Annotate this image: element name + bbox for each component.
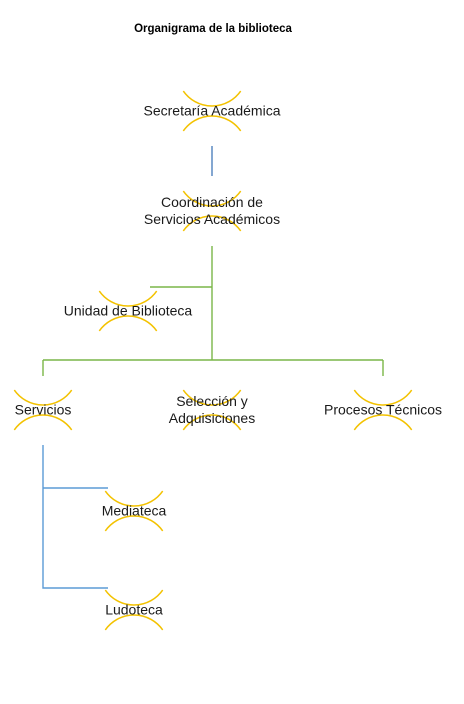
- node-secretaria-line-0: Secretaría Académica: [143, 102, 281, 119]
- node-seleccion-line-0: Selección y: [176, 393, 248, 409]
- connector-ludoteca: [42, 445, 108, 589]
- node-ludoteca-bottom-arc: [104, 614, 164, 631]
- node-seleccion-line-1: Adquisiciones: [168, 410, 256, 426]
- node-ludoteca-line-0: Ludoteca: [105, 601, 163, 618]
- node-unidad-shape: [98, 290, 158, 332]
- node-seleccion-top-arc: [182, 389, 242, 406]
- node-coordinacion-line-0: Coordinación de: [161, 194, 263, 210]
- node-mediateca-line-0: Mediateca: [101, 502, 167, 519]
- node-secretaria-bottom-arc: [182, 115, 242, 132]
- node-procesos-shape: [353, 389, 413, 431]
- node-servicios-label: Servicios: [15, 402, 72, 419]
- node-servicios-top-arc: [13, 389, 73, 406]
- node-coordinacion-shape: [182, 190, 242, 232]
- node-seleccion-bottom-arc: [182, 414, 242, 431]
- node-coordinacion-bottom-arc: [182, 215, 242, 232]
- node-procesos-bottom-arc: [353, 414, 413, 431]
- node-ludoteca-top-arc: [104, 589, 164, 606]
- node-procesos-label: Procesos Técnicos: [324, 402, 442, 419]
- node-mediateca-shape: [104, 490, 164, 532]
- node-unidad-top-arc: [98, 290, 158, 307]
- node-seleccion-shape: [182, 389, 242, 431]
- node-mediateca-bottom-arc: [104, 515, 164, 532]
- node-mediateca-label: Mediateca: [102, 503, 167, 520]
- node-secretaria-shape: [182, 90, 242, 132]
- node-coordinacion-line-1: Servicios Académicos: [143, 211, 281, 227]
- node-ludoteca-shape: [104, 589, 164, 631]
- node-secretaria-label: Secretaría Académica: [144, 103, 281, 120]
- node-mediateca-top-arc: [104, 490, 164, 507]
- node-coordinacion-top-arc: [182, 190, 242, 207]
- node-unidad-label: Unidad de Biblioteca: [64, 303, 192, 320]
- node-procesos-top-arc: [353, 389, 413, 406]
- node-ludoteca-label: Ludoteca: [105, 602, 163, 619]
- node-unidad-line-0: Unidad de Biblioteca: [63, 302, 193, 319]
- node-procesos-line-0: Procesos Técnicos: [323, 401, 443, 418]
- node-servicios-shape: [13, 389, 73, 431]
- diagram-title: Organigrama de la biblioteca: [134, 23, 292, 35]
- node-secretaria-top-arc: [182, 90, 242, 107]
- node-servicios-bottom-arc: [13, 414, 73, 431]
- node-unidad-bottom-arc: [98, 315, 158, 332]
- node-servicios-line-0: Servicios: [14, 401, 72, 418]
